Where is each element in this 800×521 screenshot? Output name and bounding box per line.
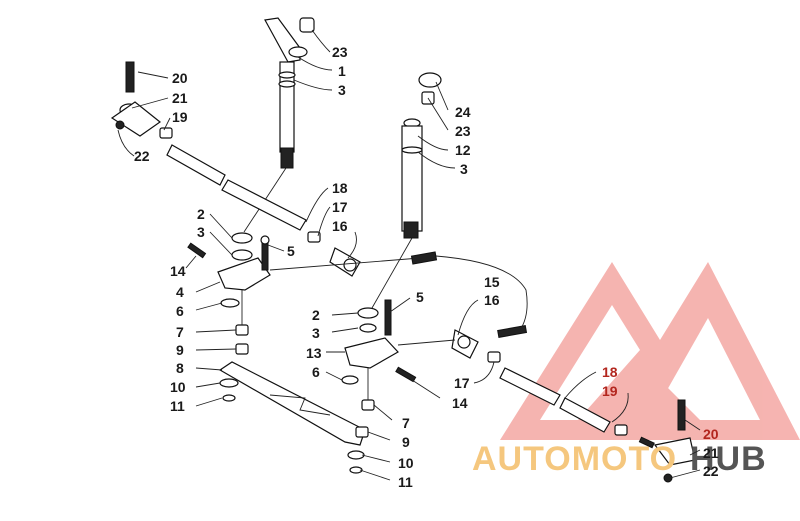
callout-c12: 18 [332, 180, 348, 196]
callout-c24: 10 [170, 379, 186, 395]
callout-c16: 3 [197, 224, 205, 240]
cap-nut-top-left [299, 17, 315, 33]
callout-c21: 7 [176, 324, 184, 340]
callout-c26: 15 [484, 274, 500, 290]
callout-c30: 3 [312, 325, 320, 341]
callout-c18: 14 [170, 263, 186, 279]
callout-c31: 13 [306, 345, 322, 361]
callout-c15: 2 [197, 206, 205, 222]
callout-c20: 6 [176, 303, 184, 319]
callout-c2: 1 [338, 63, 346, 79]
callout-c34: 17 [454, 375, 470, 391]
callout-c8: 24 [455, 104, 471, 120]
callout-c5: 21 [172, 90, 188, 106]
callout-c38: 11 [398, 474, 413, 490]
connecting-link [218, 361, 366, 446]
steering-arm-right [341, 299, 501, 385]
bushings-right [347, 368, 375, 474]
callout-c7: 22 [134, 148, 150, 164]
callout-c27: 16 [484, 292, 500, 308]
callout-c42: 21 [703, 445, 719, 461]
callout-c11: 3 [460, 161, 468, 177]
callout-c25: 11 [170, 398, 185, 414]
watermark-text-part2: HUB [690, 440, 767, 478]
callout-c9: 23 [455, 123, 471, 139]
leader-lines [117, 29, 701, 481]
callout-c6: 19 [172, 109, 188, 125]
callout-c33: 14 [452, 395, 468, 411]
callout-c19: 4 [176, 284, 184, 300]
callout-c3: 3 [338, 82, 346, 98]
steering-post-right [371, 72, 442, 309]
callout-c36: 9 [402, 434, 410, 450]
callout-c10: 12 [455, 142, 471, 158]
bushings-left [235, 290, 249, 355]
callout-c41: 20 [703, 426, 719, 442]
callout-c28: 5 [416, 289, 424, 305]
callout-c22: 9 [176, 342, 184, 358]
callout-c1: 23 [332, 44, 348, 60]
callout-c40: 19 [602, 383, 618, 399]
callout-c32: 6 [312, 364, 320, 380]
watermark-logo [500, 262, 800, 440]
steering-arm-left [187, 232, 421, 308]
callout-c4: 20 [172, 70, 188, 86]
tie-rod-right [499, 367, 696, 483]
callout-c43: 22 [703, 463, 719, 479]
callout-c39: 18 [602, 364, 618, 380]
callout-c23: 8 [176, 360, 184, 376]
watermark-text-part1: AUTOMOTO [472, 440, 677, 478]
callout-labels: 23 1 3 20 21 19 22 24 23 12 3 18 17 16 2… [134, 44, 719, 490]
callout-c13: 17 [332, 199, 348, 215]
tie-rod-left [110, 61, 361, 277]
callout-c17: 5 [287, 243, 295, 259]
callout-c29: 2 [312, 307, 320, 323]
bolt-right-15 [410, 251, 528, 338]
callout-c14: 16 [332, 218, 348, 234]
callout-c37: 10 [398, 455, 414, 471]
watermark-text: AUTOMOTO HUB [472, 440, 767, 478]
callout-c35: 7 [402, 415, 410, 431]
